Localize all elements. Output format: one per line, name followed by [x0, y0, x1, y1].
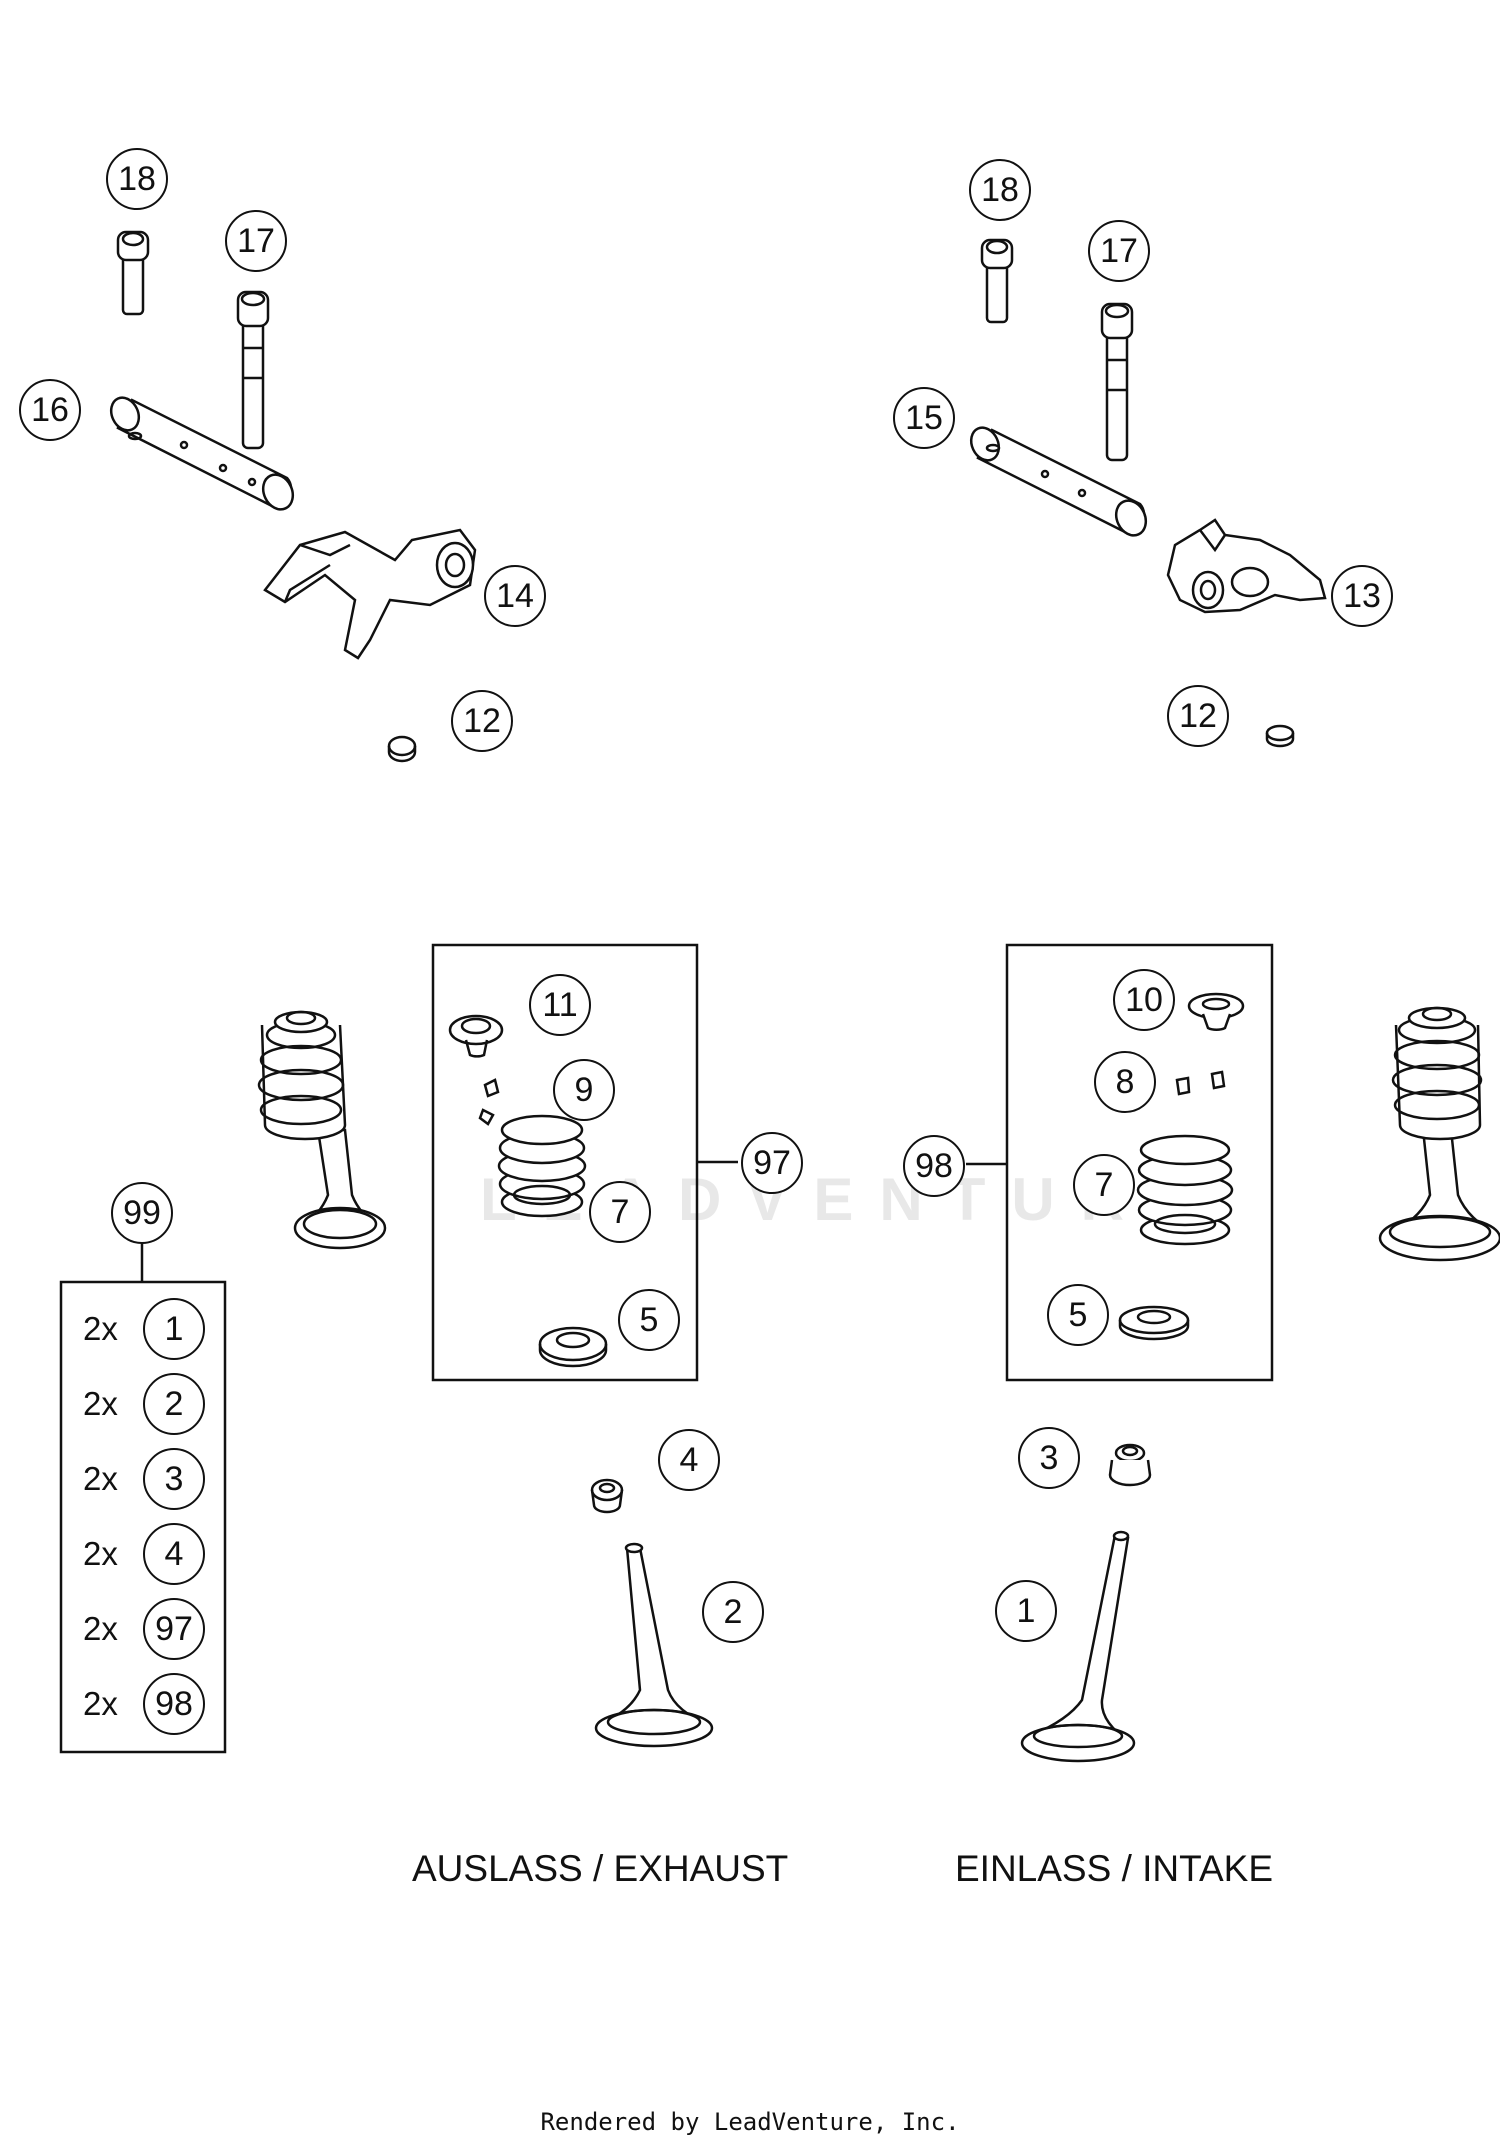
callout-12-left: 12 [451, 690, 513, 752]
exhaust-valve-assembly [257, 1010, 387, 1250]
callout-4: 4 [658, 1429, 720, 1491]
callout-9: 9 [553, 1059, 615, 1121]
exhaust-label: AUSLASS / EXHAUST [412, 1848, 789, 1889]
kit-99-part: 4 [143, 1523, 205, 1585]
spring-retainer-11 [448, 1014, 504, 1058]
callout-2: 2 [702, 1581, 764, 1643]
shim-12-right [1265, 724, 1295, 748]
rocker-arm-13 [1166, 518, 1327, 614]
callout-5-intake: 5 [1047, 1284, 1109, 1346]
callout-1: 1 [995, 1580, 1057, 1642]
kit-98-frame [1005, 943, 1274, 1382]
kit-99-frame [59, 1280, 227, 1754]
callout-5-exhaust: 5 [618, 1289, 680, 1351]
exhaust-valve-2 [594, 1542, 714, 1748]
callout-97: 97 [741, 1132, 803, 1194]
pin-17-right [1100, 302, 1134, 462]
intake-label: EINLASS / INTAKE [955, 1848, 1274, 1889]
shaft-16 [109, 396, 295, 511]
callout-98: 98 [903, 1135, 965, 1197]
callout-99: 99 [111, 1182, 173, 1244]
kit-99-qty: 2x [83, 1610, 118, 1647]
footer-credit: Rendered by LeadVenture, Inc. [540, 2108, 960, 2136]
callout-7-exhaust: 7 [589, 1181, 651, 1243]
kit-99-qty: 2x [83, 1535, 118, 1572]
kit-99-part: 3 [143, 1448, 205, 1510]
callout-13: 13 [1331, 565, 1393, 627]
kit-99-qty: 2x [83, 1460, 118, 1497]
callout-18-right: 18 [969, 159, 1031, 221]
callout-14: 14 [484, 565, 546, 627]
callout-17-right: 17 [1088, 220, 1150, 282]
callout-7-intake: 7 [1073, 1154, 1135, 1216]
kit-99-qty: 2x [83, 1310, 118, 1347]
valve-cotter-8 [1175, 1070, 1226, 1096]
screw-18-right [980, 238, 1014, 324]
shim-12-left [387, 735, 417, 763]
valve-spring-7-exhaust [497, 1114, 587, 1218]
valve-cotter-9 [478, 1078, 500, 1126]
callout-3: 3 [1018, 1427, 1080, 1489]
kit-99-part: 1 [143, 1298, 205, 1360]
intake-valve-assembly [1378, 1006, 1500, 1262]
valve-spring-7-intake [1136, 1134, 1234, 1246]
spring-seat-5-intake [1118, 1305, 1190, 1341]
spring-seat-5-exhaust [538, 1326, 608, 1368]
rocker-arm-14 [263, 528, 477, 660]
screw-18-left [116, 230, 150, 316]
callout-15: 15 [893, 387, 955, 449]
callout-18-left: 18 [106, 148, 168, 210]
pin-17-left [236, 290, 270, 450]
kit-99-part: 2 [143, 1373, 205, 1435]
kit-99-qty: 2x [83, 1685, 118, 1722]
intake-valve-1 [1020, 1530, 1136, 1763]
callout-11: 11 [529, 974, 591, 1036]
callout-16: 16 [19, 379, 81, 441]
kit-99-part: 98 [143, 1673, 205, 1735]
spring-retainer-10 [1187, 992, 1245, 1031]
valve-stem-seal-4 [590, 1478, 624, 1514]
callout-12-right: 12 [1167, 685, 1229, 747]
shaft-15 [969, 426, 1148, 537]
kit-99-part: 97 [143, 1598, 205, 1660]
kit-99-qty: 2x [83, 1385, 118, 1422]
callout-17-left: 17 [225, 210, 287, 272]
callout-10: 10 [1113, 969, 1175, 1031]
valve-stem-seal-3 [1108, 1443, 1152, 1487]
callout-8: 8 [1094, 1051, 1156, 1113]
